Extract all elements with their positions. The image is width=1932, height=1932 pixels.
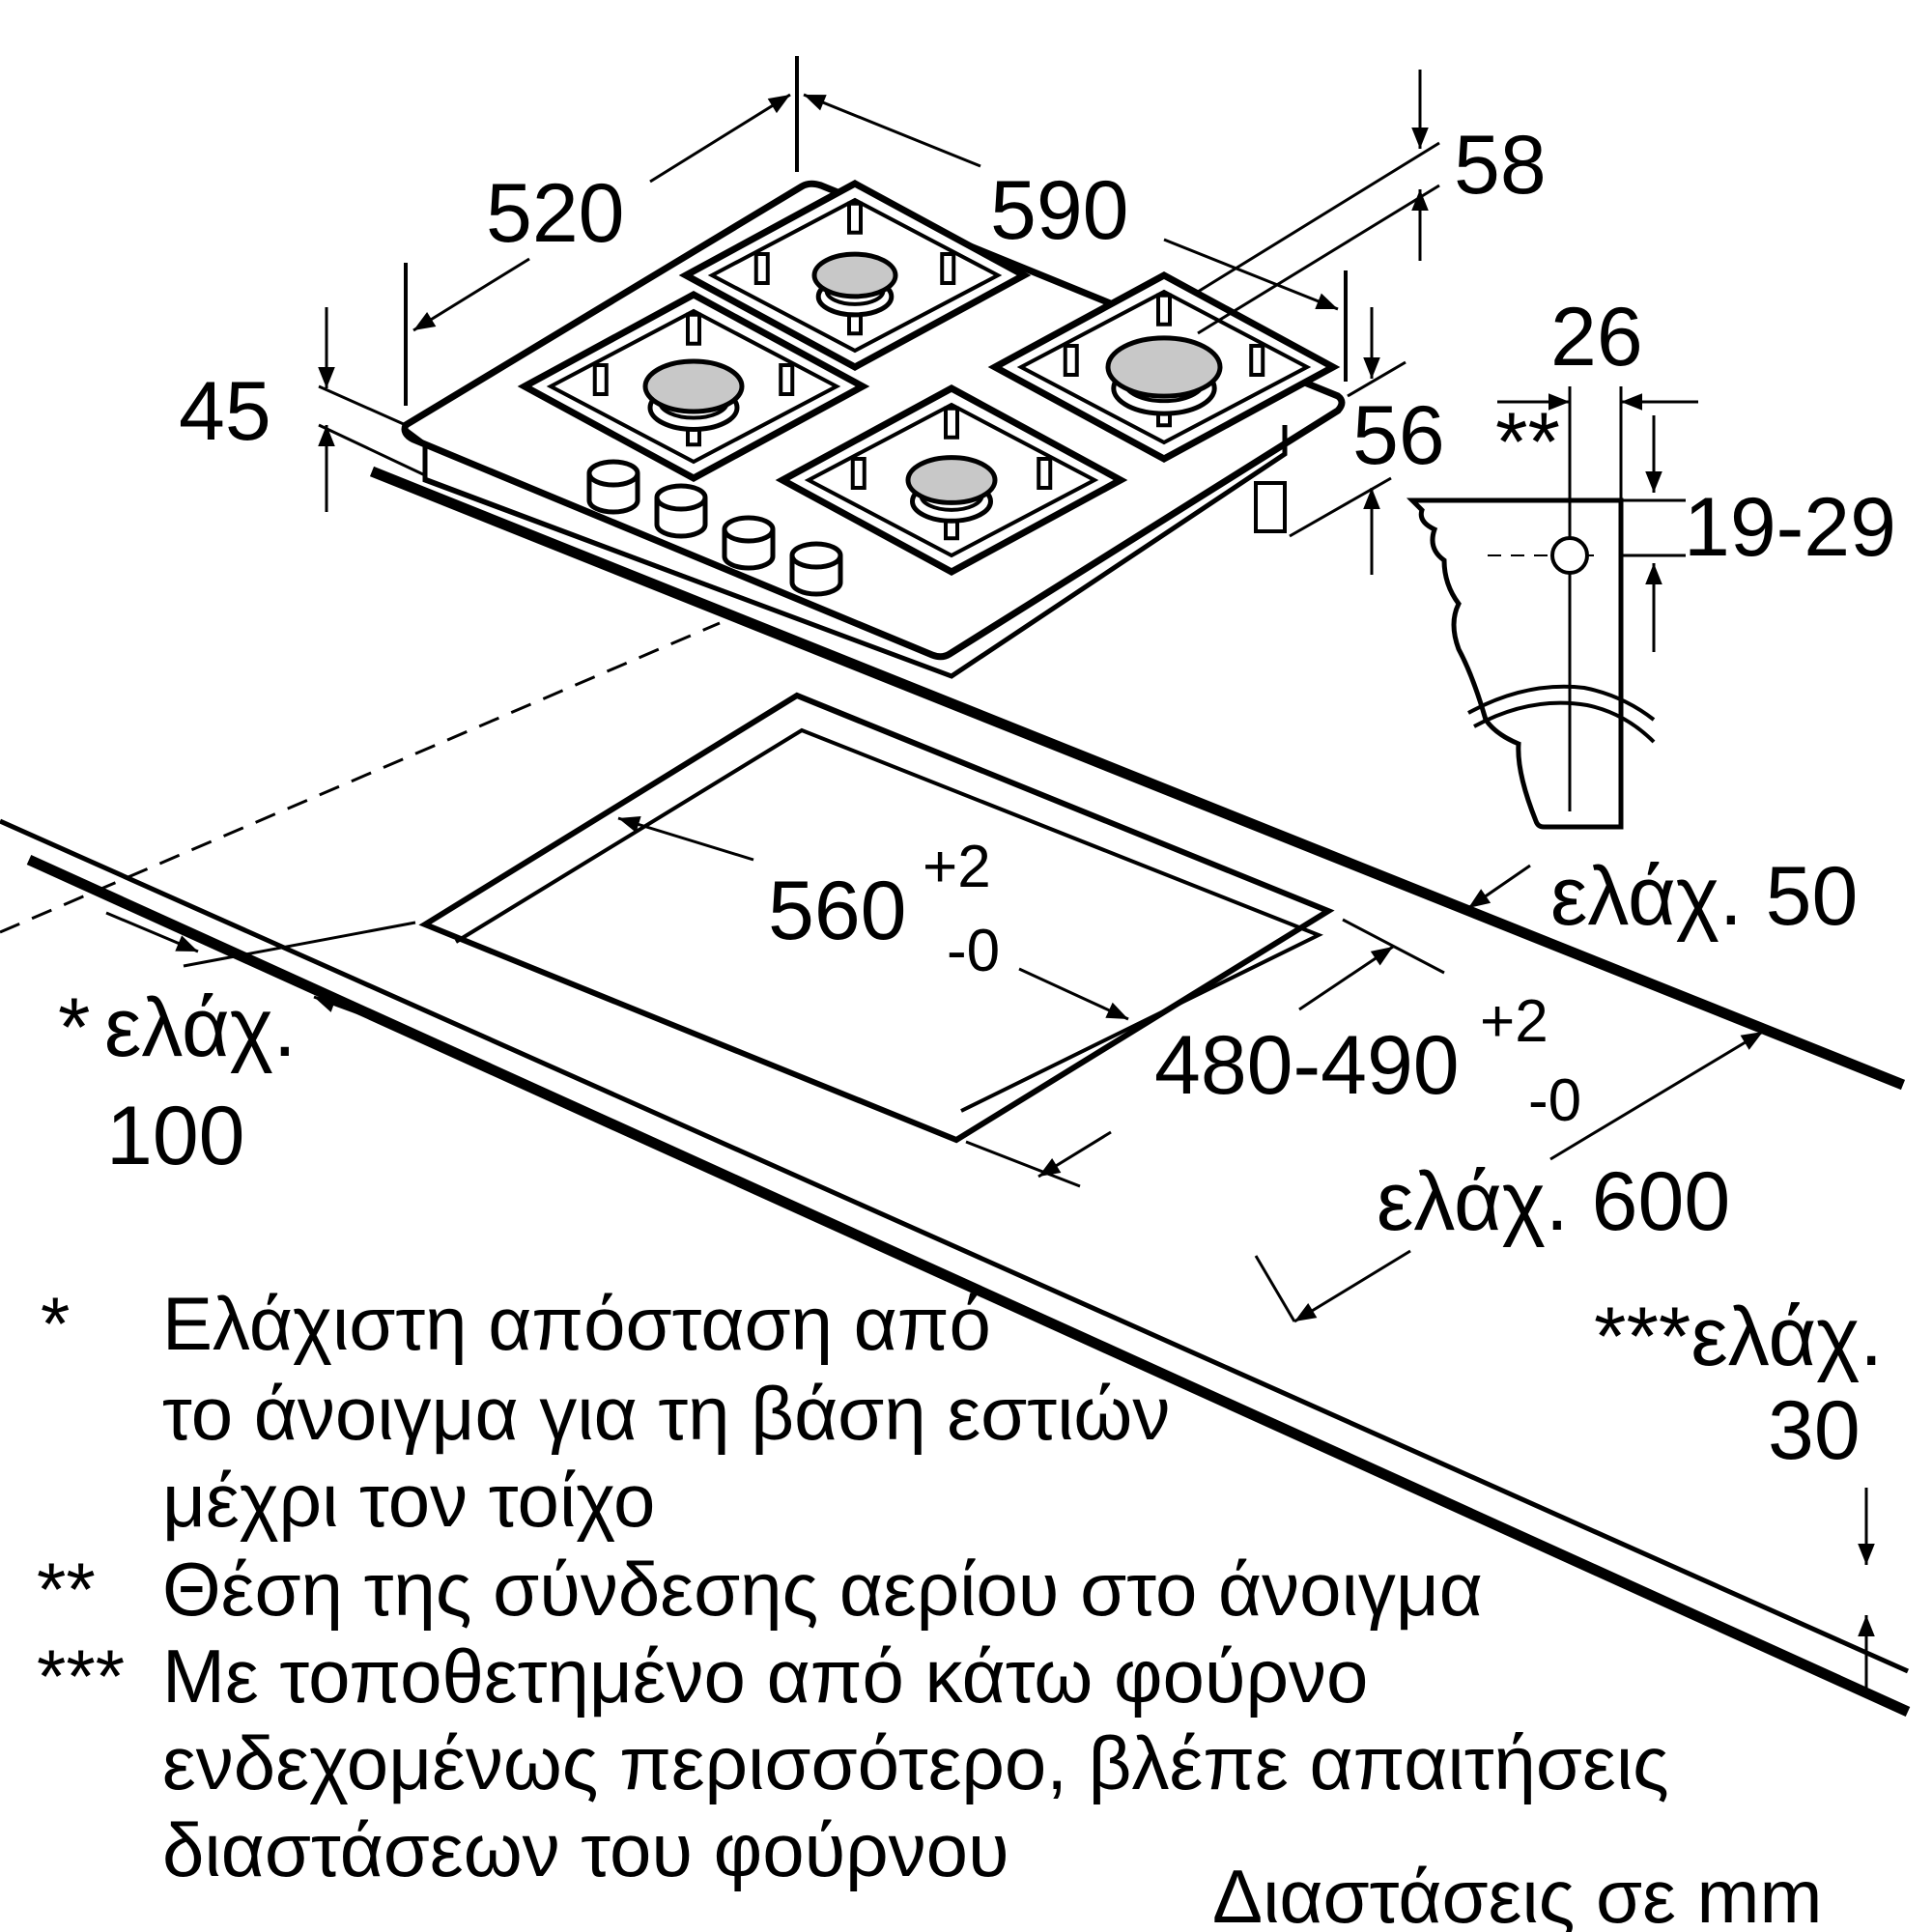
dim-gas-offset-label: 26 bbox=[1550, 291, 1643, 384]
dim-min-side-label: ελάχ. bbox=[104, 981, 297, 1074]
legend: * Ελάχιστη απόσταση από το άνοιγμα για τ… bbox=[37, 1281, 1823, 1932]
dim-gas-height-label: 19-29 bbox=[1684, 481, 1896, 574]
dim-top-depth-label: 58 bbox=[1454, 119, 1547, 212]
gas-connection-detail bbox=[1406, 386, 1698, 830]
burner bbox=[905, 455, 998, 524]
dim-cutout-depth-plus: +2 bbox=[1480, 988, 1548, 1055]
dim-rear-height-label: 56 bbox=[1352, 389, 1445, 482]
control-knob bbox=[789, 541, 843, 597]
dim-min-oven-label: ***ελάχ. bbox=[1594, 1291, 1883, 1383]
note-3-mark: *** bbox=[37, 1634, 125, 1719]
burner bbox=[1105, 335, 1223, 416]
dim-width-label: 590 bbox=[990, 164, 1129, 257]
dimension-lines bbox=[318, 56, 1440, 575]
dim-cutout-depth-label: 480-490 bbox=[1154, 1019, 1460, 1112]
worktop-cutout bbox=[418, 692, 1335, 1144]
dim-front-height-label: 45 bbox=[179, 365, 271, 458]
burner bbox=[642, 358, 745, 432]
clearance-dimensions bbox=[105, 816, 1875, 1689]
hob-top-plate bbox=[401, 180, 1346, 661]
hob-foot bbox=[1254, 481, 1287, 533]
note-1-line: το άνοιγμα για τη βάση εστιών bbox=[162, 1371, 1170, 1456]
control-knob bbox=[722, 515, 776, 571]
dimension-labels: 520 590 45 58 56 26 ** 19-29 560 +2 -0 4… bbox=[58, 119, 1896, 1477]
dim-min-back-label: ελάχ. 50 bbox=[1550, 850, 1858, 943]
dim-depth-label: 520 bbox=[486, 167, 625, 260]
gas-connection-marker: ** bbox=[1495, 396, 1560, 489]
control-knob bbox=[586, 459, 640, 515]
units-note: Διαστάσεις σε mm bbox=[1212, 1854, 1823, 1932]
note-3-line: διαστάσεων του φούρνου bbox=[162, 1807, 1009, 1892]
dim-cutout-depth-minus: -0 bbox=[1528, 1067, 1581, 1134]
note-3-line: Με τοποθετημένο από κάτω φούρνο bbox=[162, 1634, 1368, 1719]
worktop-hidden-edge bbox=[0, 621, 721, 934]
dim-min-front-label: ελάχ. 600 bbox=[1377, 1155, 1730, 1248]
note-1-line: Ελάχιστη απόσταση από bbox=[162, 1281, 991, 1366]
note-1-mark: * bbox=[41, 1281, 70, 1366]
dim-min-side-value: 100 bbox=[106, 1090, 245, 1182]
burner bbox=[811, 251, 898, 318]
note-2-line: Θέση της σύνδεσης αερίου στο άνοιγμα bbox=[162, 1547, 1483, 1632]
note-2-mark: ** bbox=[37, 1547, 96, 1632]
note-1-line: μέχρι τον τοίχο bbox=[162, 1458, 655, 1543]
dim-min-oven-value: 30 bbox=[1768, 1384, 1861, 1477]
dim-cutout-width-label: 560 bbox=[768, 865, 907, 957]
control-knob bbox=[654, 483, 708, 539]
worktop bbox=[0, 466, 1911, 1718]
dim-min-side-star: * bbox=[58, 981, 90, 1074]
dim-cutout-width-minus: -0 bbox=[947, 918, 1000, 984]
gas-hob bbox=[401, 180, 1346, 679]
dim-cutout-width-plus: +2 bbox=[923, 834, 991, 900]
note-3-line: ενδεχομένως περισσότερο, βλέπε απαιτήσει… bbox=[162, 1720, 1669, 1805]
